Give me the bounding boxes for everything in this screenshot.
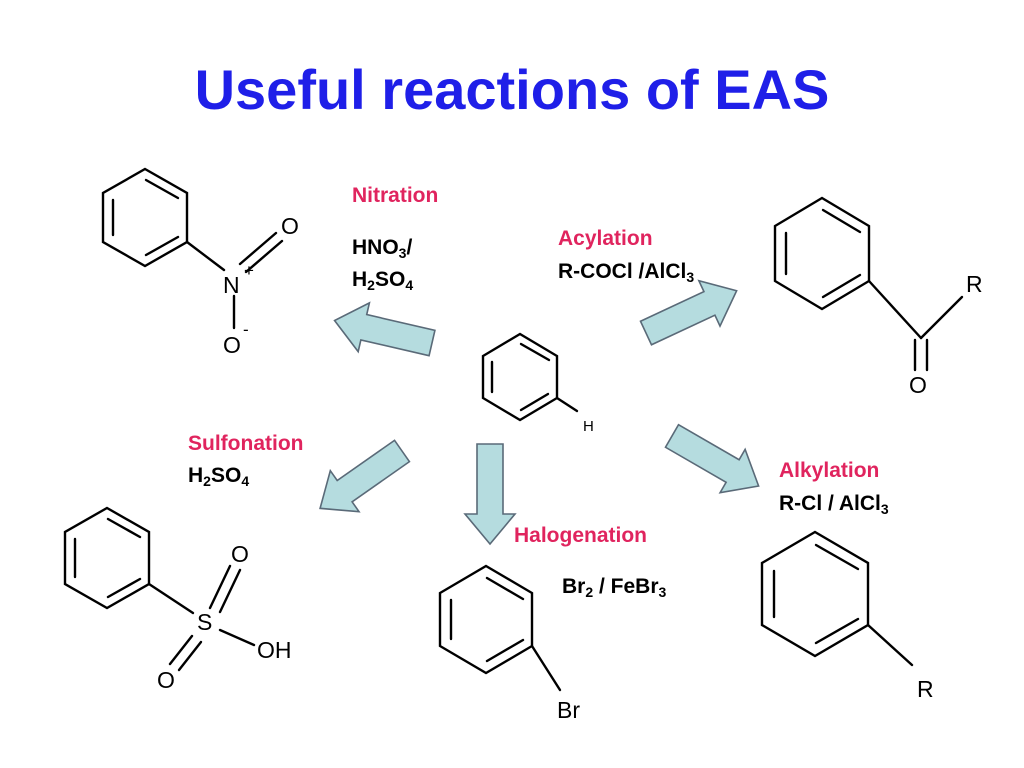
benzenesulfonic-acid-structure: S O O OH [63, 506, 292, 693]
nitro-plus-charge: + [244, 261, 254, 280]
acylbenzene-structure: R O [773, 196, 983, 398]
nitro-n-atom: N [223, 272, 240, 298]
sulfonation-label: Sulfonation [188, 432, 304, 455]
bromobenzene-structure: Br [438, 564, 580, 723]
halogenation-reagent: Br2 / FeBr3 [562, 575, 667, 600]
acylation-label: Acylation [558, 227, 653, 250]
alkylation-arrow [664, 423, 760, 494]
nitrobenzene-structure: N + O O - [101, 167, 299, 358]
sulfonic-oh-group: OH [257, 637, 292, 663]
nitration-label: Nitration [352, 184, 439, 207]
halogenation-label: Halogenation [514, 524, 648, 547]
sulfonic-o-bottom-atom: O [157, 667, 175, 693]
slide-title: Useful reactions of EAS [194, 58, 830, 121]
center-benzene: H [481, 332, 594, 435]
bromo-br-atom: Br [557, 697, 580, 723]
sulfonation-arrow [319, 439, 411, 513]
sulfonation-reagent: H2SO4 [188, 464, 250, 489]
alkylation-reagent: R-Cl / AlCl3 [779, 492, 889, 517]
center-h-atom: H [583, 418, 594, 435]
nitration-reagent-line2: H2SO4 [352, 268, 414, 293]
alkylation-label: Alkylation [779, 459, 880, 482]
acyl-r-group: R [966, 271, 983, 297]
halogenation-arrow [463, 443, 517, 546]
nitro-o-top-atom: O [281, 213, 299, 239]
nitration-arrow [333, 301, 436, 357]
sulfonic-o-top-atom: O [231, 541, 249, 567]
acyl-o-atom: O [909, 372, 927, 398]
alkylbenzene-structure: R [760, 530, 934, 702]
nitro-o-bottom-atom: O [223, 332, 241, 358]
nitration-reagent-line1: HNO3/ [352, 236, 413, 261]
nitro-minus-charge: - [243, 320, 249, 339]
acylation-reagent: R-COCl /AlCl3 [558, 260, 695, 285]
sulfonic-s-atom: S [197, 609, 212, 635]
alkyl-r-group: R [917, 676, 934, 702]
acylation-arrow [639, 279, 738, 346]
